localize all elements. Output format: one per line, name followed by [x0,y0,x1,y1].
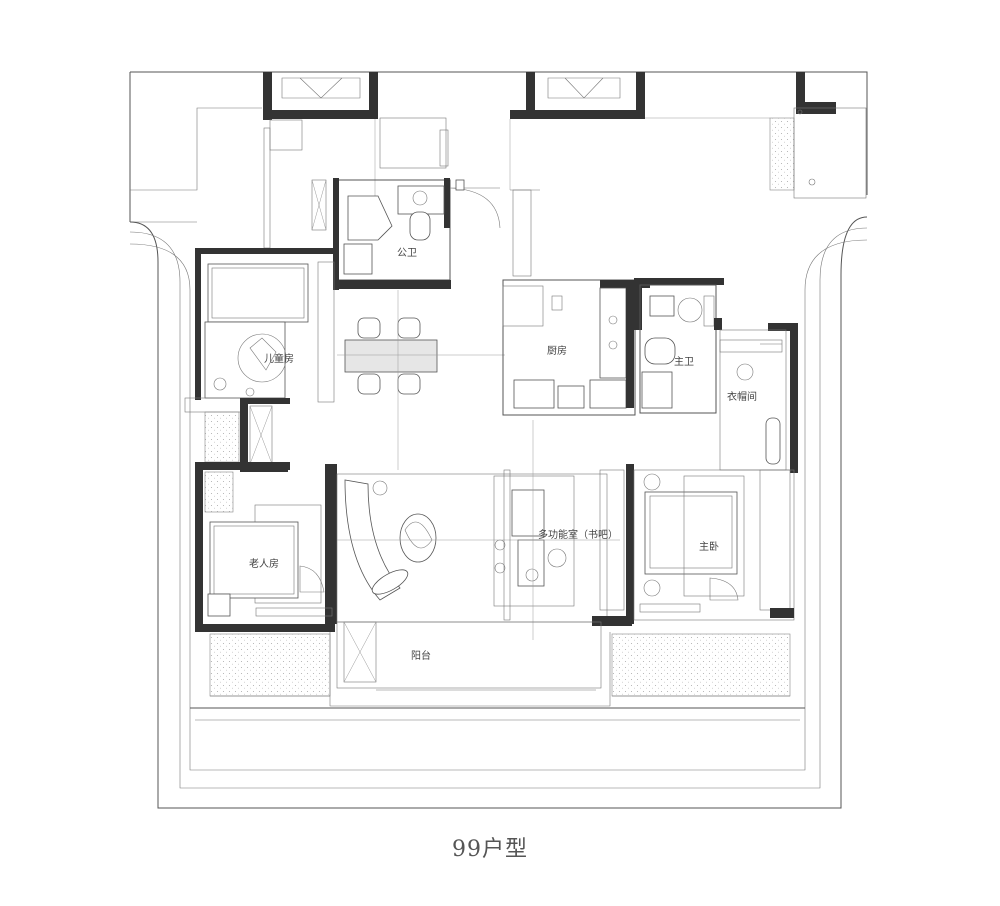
elder-room [195,462,335,632]
kitchen [502,189,650,416]
master-bathroom [634,278,724,414]
label-master-bedroom: 主卧 [699,540,719,553]
room-labels: 公卫 儿童房 厨房 主卫 衣帽间 多功能室（书吧） 老人房 主卧 阳台 [249,248,757,662]
label-elder-room: 老人房 [249,557,279,570]
master-bedroom [592,464,795,626]
label-multi-room: 多功能室（书吧） [538,528,618,541]
label-walk-in-closet: 衣帽间 [727,390,757,403]
plan-caption: 99户型 [452,837,528,862]
label-balcony: 阳台 [411,649,431,662]
label-public-bathroom: 公卫 [397,248,417,259]
dining-area [337,290,505,470]
living-room [325,420,625,640]
label-kitchen: 厨房 [547,344,567,357]
label-master-bathroom: 主卫 [674,356,694,368]
site-boundary [129,71,868,809]
label-child-room: 儿童房 [264,352,294,365]
upper-structures [263,72,867,249]
public-bathroom [333,178,501,290]
balcony [209,621,791,707]
child-room [184,248,339,472]
